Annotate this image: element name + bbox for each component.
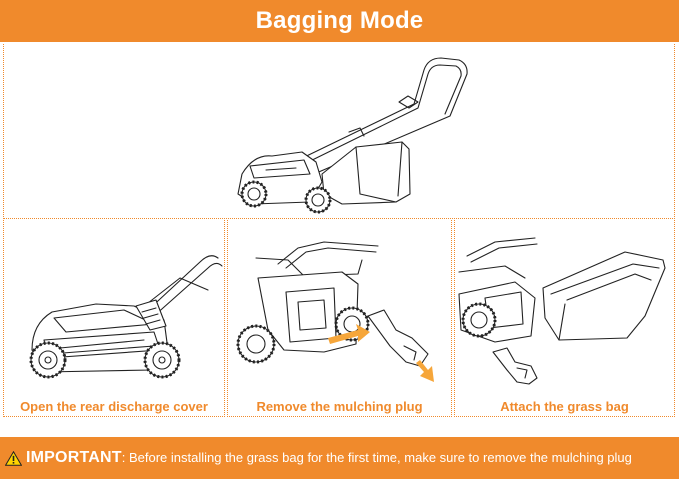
step-panel-2: Remove the mulching plug xyxy=(227,220,452,417)
attach-grass-bag-illustration xyxy=(458,237,666,385)
title-banner: Bagging Mode xyxy=(0,0,679,42)
open-rear-cover-illustration xyxy=(29,255,223,379)
step-2-caption: Remove the mulching plug xyxy=(256,399,423,414)
step-panel-1: Open the rear discharge cover xyxy=(3,220,225,417)
important-message: Before installing the grass bag for the … xyxy=(125,450,632,465)
step-3-caption: Attach the grass bag xyxy=(500,399,629,414)
important-label: IMPORTANT xyxy=(26,449,122,466)
step-panel-3: Attach the grass bag xyxy=(454,220,675,417)
important-banner: IMPORTANT: Before installing the grass b… xyxy=(0,437,679,479)
overview-illustration-frame xyxy=(3,44,675,219)
important-notice: IMPORTANT: Before installing the grass b… xyxy=(26,449,632,467)
page-title: Bagging Mode xyxy=(255,7,424,34)
mower-with-grass-bag-illustration xyxy=(237,57,468,214)
important-separator: : xyxy=(121,450,126,465)
warning-triangle-icon xyxy=(5,450,22,466)
step-1-caption: Open the rear discharge cover xyxy=(20,399,208,414)
remove-mulching-plug-illustration xyxy=(236,241,434,382)
